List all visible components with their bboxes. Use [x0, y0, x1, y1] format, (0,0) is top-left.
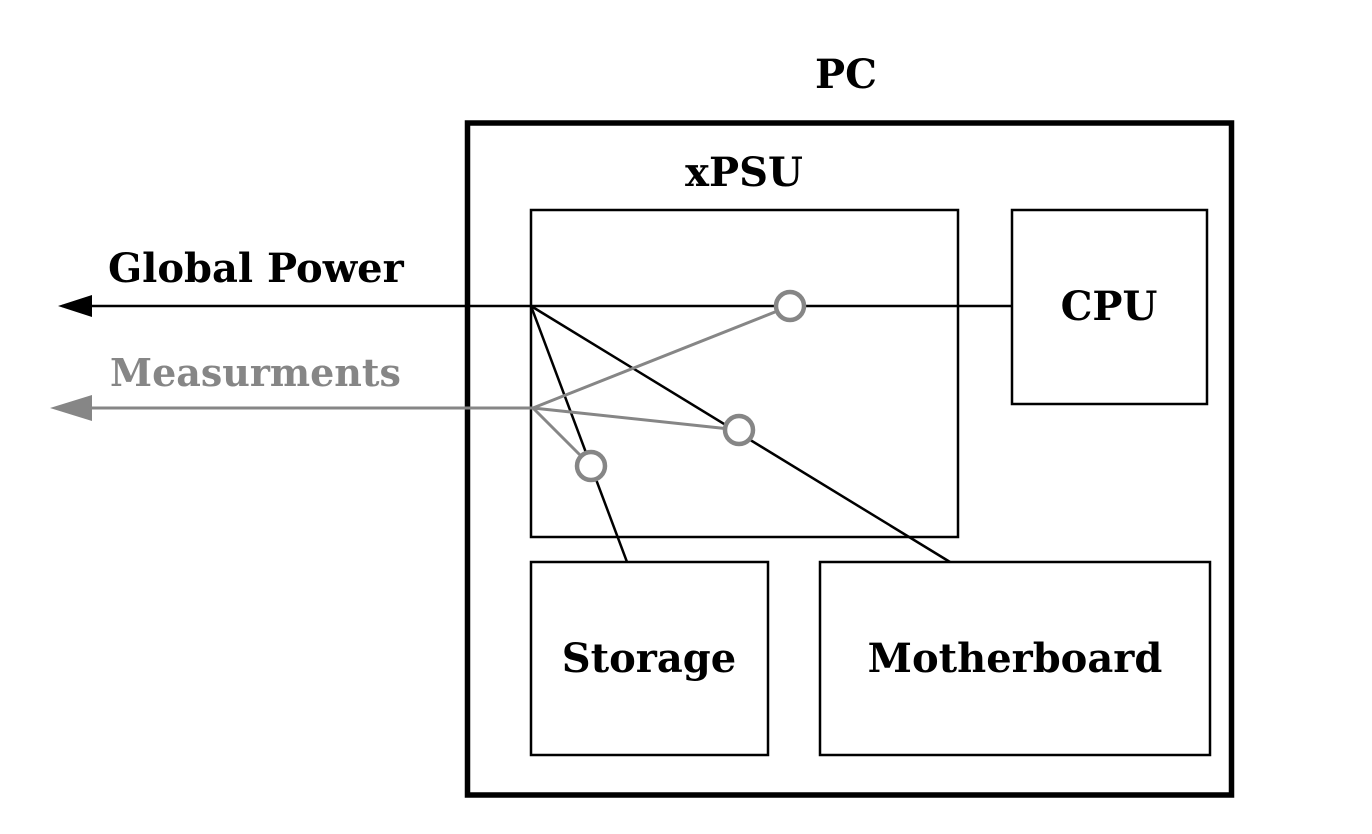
measurement-point-cpu [773, 289, 807, 323]
global-power-label: Global Power [108, 245, 405, 292]
measurement-point-storage [574, 449, 608, 483]
motherboard-label: Motherboard [868, 635, 1163, 682]
cpu-label: CPU [1061, 283, 1158, 330]
power-network [58, 120, 1235, 798]
storage-box [529, 560, 770, 757]
psu-label: xPSU [685, 149, 803, 196]
measurement-link-motherboard [532, 406, 740, 432]
motherboard-box [818, 560, 1212, 757]
measurement-network [50, 289, 807, 483]
pc-label: PC [815, 51, 877, 98]
measurement-arrowhead-icon [50, 395, 92, 421]
pc-box [464, 120, 1235, 798]
measurement-link-cpu [532, 304, 791, 410]
power-line-storage [529, 305, 629, 563]
labels: PC xPSU CPU Storage Motherboard Global P… [108, 51, 1162, 682]
global-power-arrowhead-icon [58, 295, 92, 317]
storage-label: Storage [562, 635, 736, 682]
measurement-point-motherboard [722, 413, 756, 447]
psu-box [529, 208, 960, 539]
measurements-label: Measurments [110, 350, 401, 395]
